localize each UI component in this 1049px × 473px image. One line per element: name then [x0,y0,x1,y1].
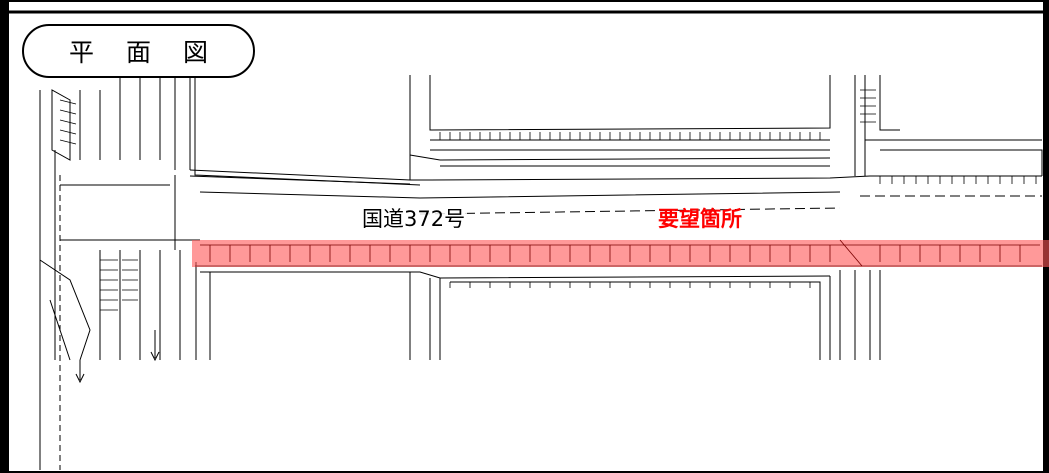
request-strip-ticks [200,239,1040,267]
title-badge: 平 面 図 [22,24,255,78]
map-linework [39,75,1043,470]
request-area-label: 要望箇所 [658,207,742,231]
request-area-highlight [192,240,1049,267]
hatch-ticks [59,89,1037,311]
road-name-label: 国道372号 [360,203,468,233]
page-title: 平 面 図 [69,38,220,67]
